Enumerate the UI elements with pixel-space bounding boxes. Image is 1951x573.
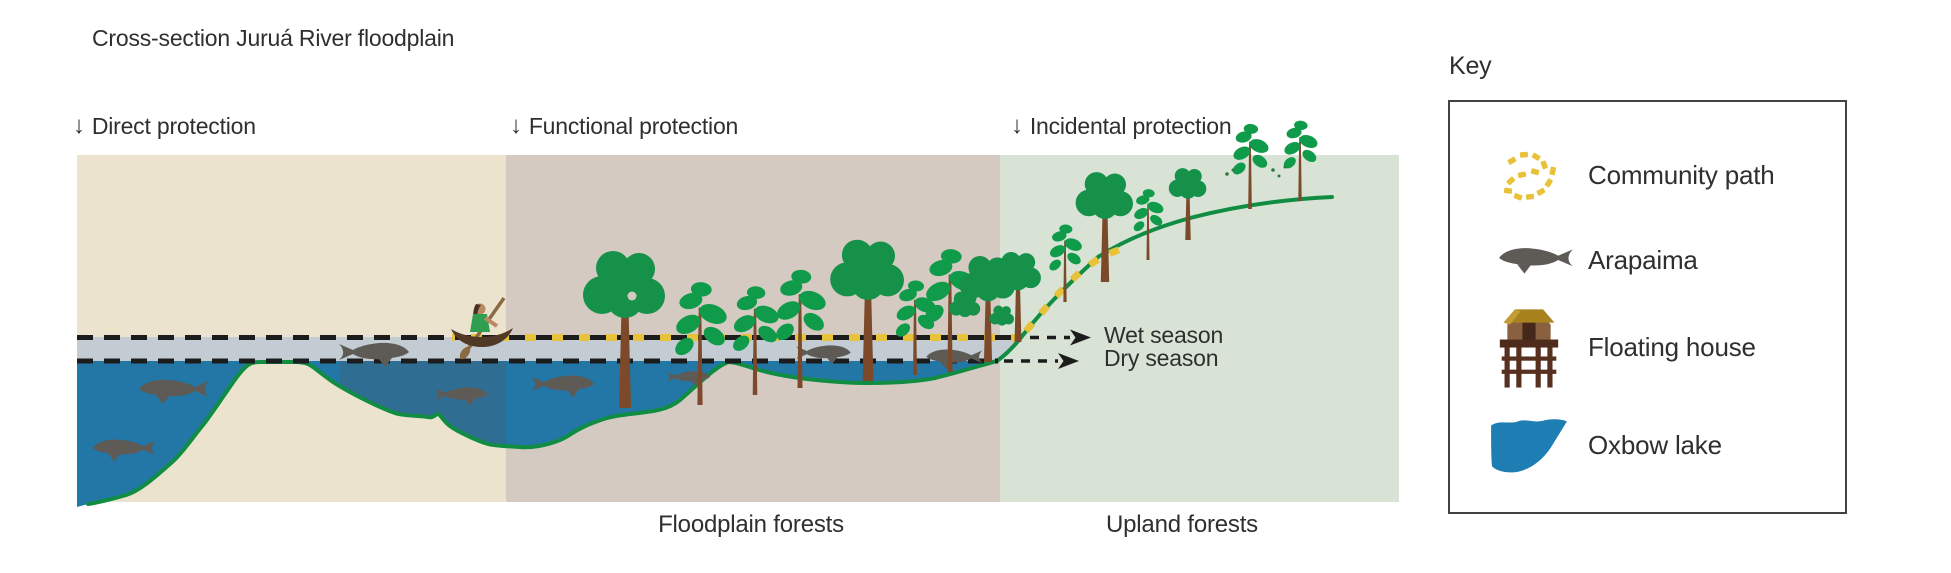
figure-title: Cross-section Juruá River floodplain [92, 25, 455, 51]
leaf-specks [1225, 165, 1287, 178]
floodplain-forest-trees [583, 240, 1015, 408]
community-path-slope [1023, 245, 1124, 334]
zone-incidental-bg [1000, 155, 1399, 502]
zone-label-text: Incidental protection [1029, 113, 1232, 139]
seasonal-flood-band [77, 337, 1023, 361]
zone-label-text: Functional protection [528, 113, 739, 139]
canoe-paddler [451, 296, 513, 360]
community-path-icon [1503, 151, 1557, 201]
key-item-label: Community path [1588, 160, 1775, 190]
zone-label-direct-protection: ↓ Direct protection [73, 113, 256, 139]
zone-label-incidental-protection: ↓ Incidental protection [1011, 112, 1232, 139]
wet-season-label: Wet season [1104, 322, 1224, 348]
paddler-body [470, 314, 490, 332]
key-box: Community path Arapaima [1448, 100, 1847, 514]
canoe-icon [451, 328, 513, 347]
key-item-label: Oxbow lake [1588, 430, 1722, 460]
arapaima-icon [1499, 248, 1573, 274]
upland-forest-trees [994, 120, 1320, 342]
zone-backgrounds [77, 155, 1399, 502]
dry-season-label: Dry season [1104, 345, 1219, 371]
wet-season-arrow [1030, 329, 1091, 346]
zone-functional-bg [506, 155, 1000, 502]
key-item-label: Arapaima [1588, 245, 1698, 275]
zone-label-text: Direct protection [91, 113, 256, 139]
down-arrow-icon: ↓ [510, 112, 522, 139]
key-title: Key [1449, 52, 1492, 80]
zone-label-functional-protection: ↓ Functional protection [510, 113, 738, 139]
down-arrow-icon: ↓ [1011, 112, 1023, 139]
floating-house-icon [1499, 309, 1559, 388]
floodplain-forests-label: Floodplain forests [658, 511, 844, 538]
dry-season-arrow [1004, 353, 1079, 369]
oxbow-lake-icon [1491, 419, 1567, 473]
upland-forests-label: Upland forests [1106, 511, 1258, 538]
down-arrow-icon: ↓ [73, 112, 85, 139]
key-item-label: Floating house [1588, 332, 1756, 362]
